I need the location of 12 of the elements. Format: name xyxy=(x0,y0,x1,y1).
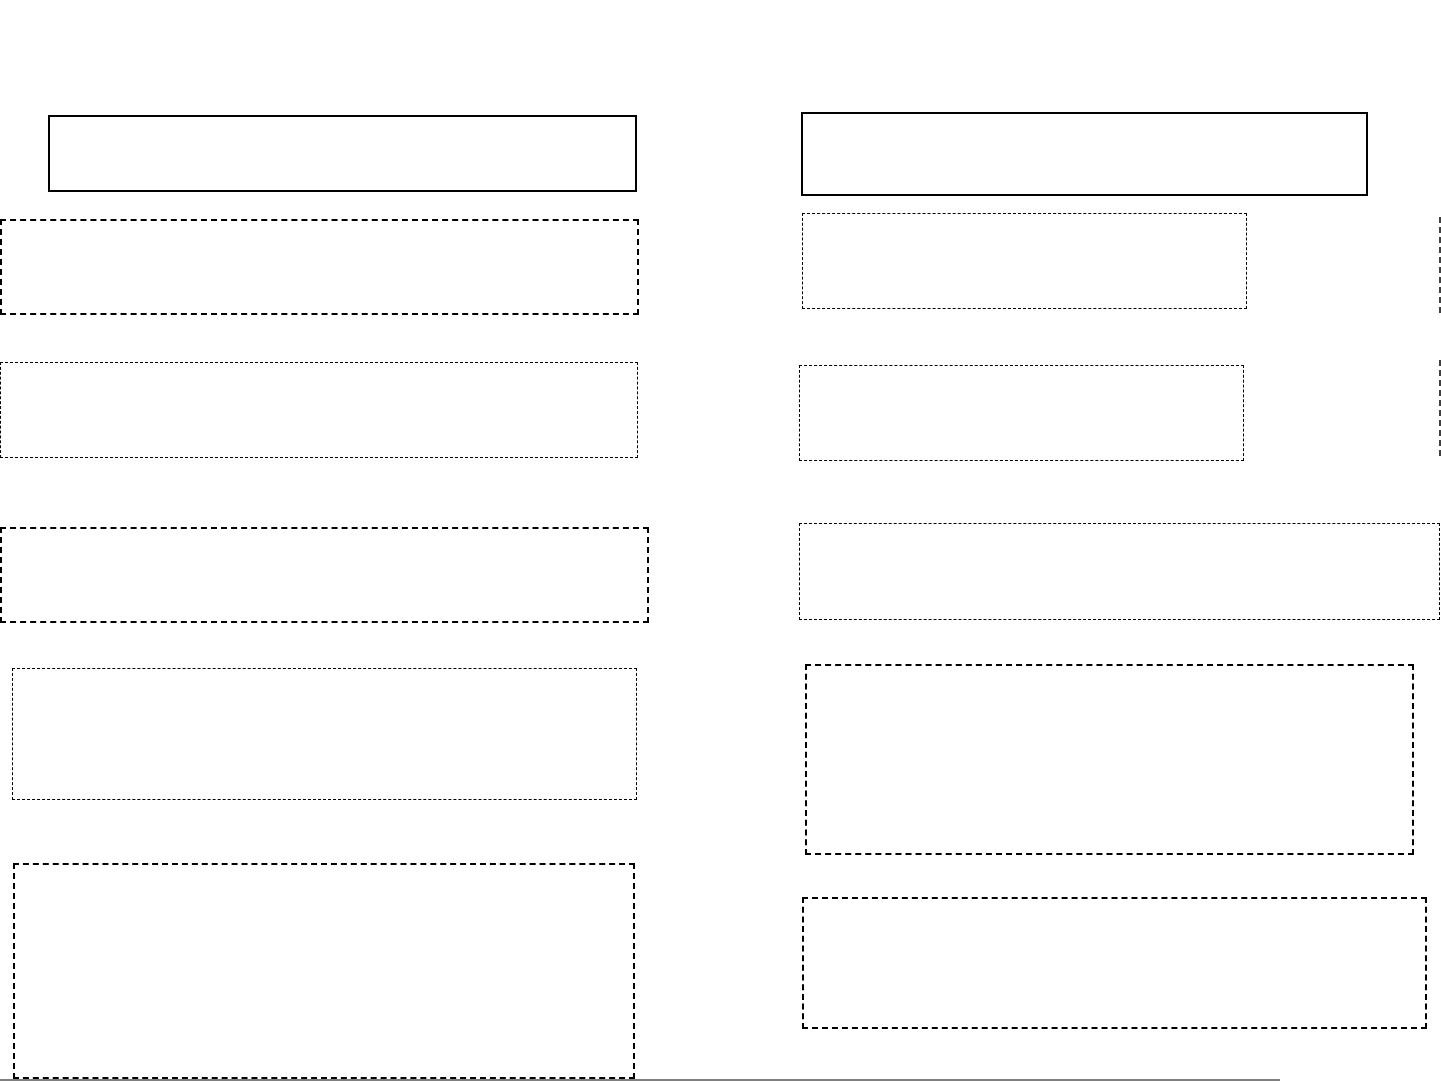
empty-box xyxy=(0,527,649,623)
empty-box xyxy=(802,213,1247,309)
empty-box xyxy=(799,365,1244,461)
empty-box xyxy=(12,668,637,800)
empty-box xyxy=(0,362,638,458)
empty-box xyxy=(802,897,1427,1029)
empty-box xyxy=(805,664,1414,855)
empty-box xyxy=(799,523,1440,620)
empty-box xyxy=(0,219,639,315)
empty-box xyxy=(13,863,635,1079)
empty-box xyxy=(48,115,637,192)
empty-box xyxy=(801,112,1368,196)
